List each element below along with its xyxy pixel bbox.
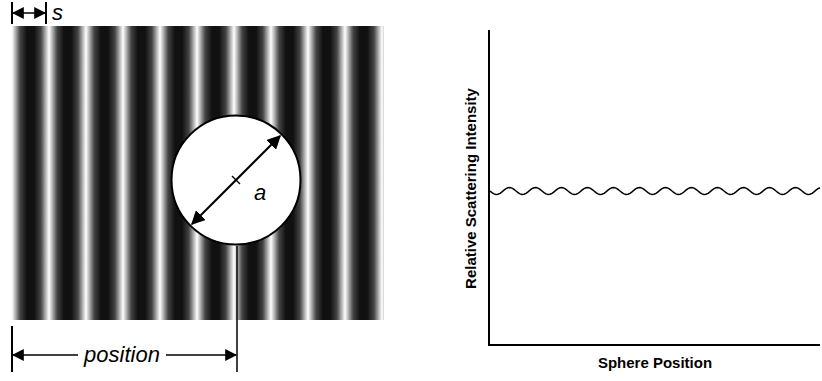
sphere: a xyxy=(170,114,302,246)
dimension-label: position xyxy=(78,344,166,366)
dimension-tick xyxy=(11,2,13,24)
dimension-tick xyxy=(45,2,47,24)
x-axis xyxy=(488,344,820,346)
dimension-label: a xyxy=(254,182,266,204)
intensity-curve xyxy=(490,188,820,195)
dimension-tick xyxy=(11,326,13,372)
position-line xyxy=(236,246,238,372)
axis-title: Sphere Position xyxy=(598,355,712,370)
sphere-outline xyxy=(170,114,302,246)
axis-title: Relative Scattering Intensity xyxy=(463,88,478,289)
dimension-label: s xyxy=(52,2,63,24)
dimension-arrow xyxy=(13,12,45,14)
fringe-field xyxy=(12,26,384,320)
y-axis xyxy=(488,30,490,346)
